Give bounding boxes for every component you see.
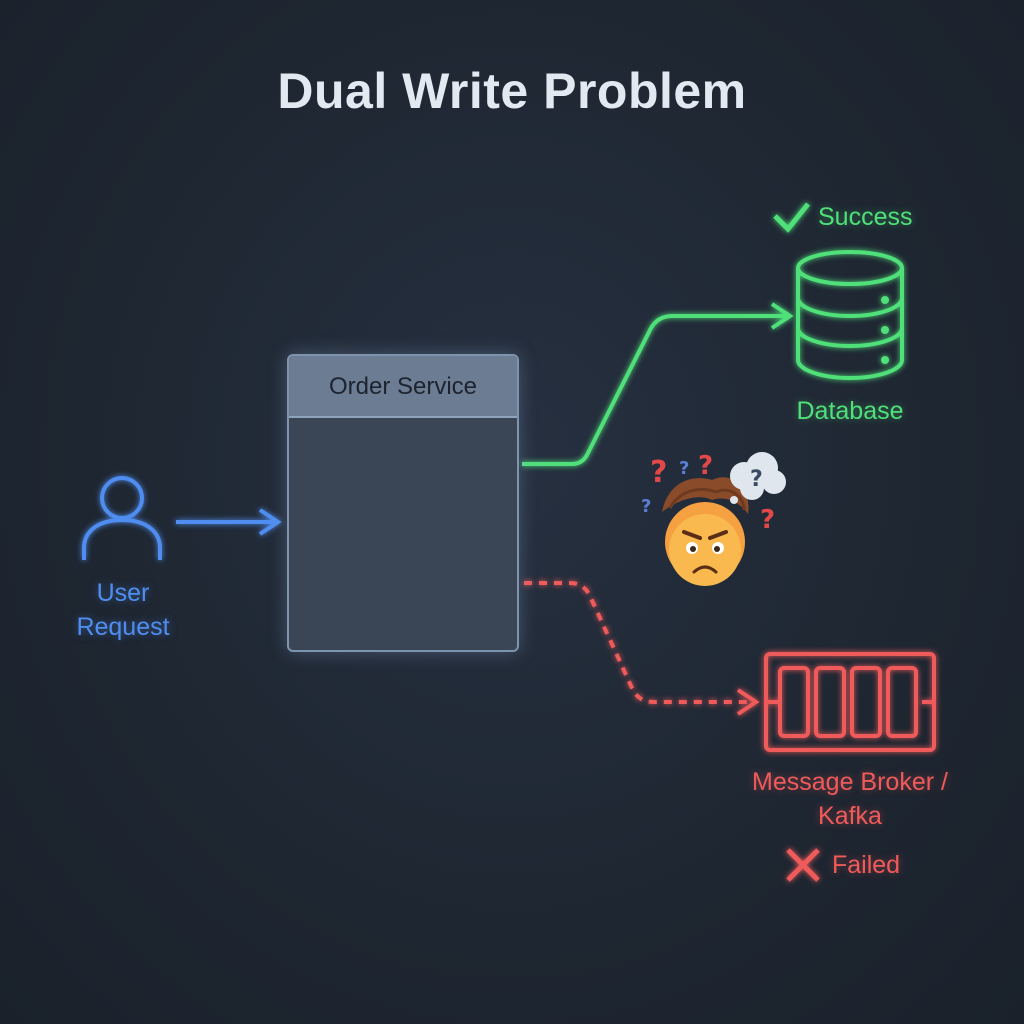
success-status: Success	[818, 203, 913, 231]
order-service-box: Order Service	[287, 354, 519, 652]
user-request-label: User Request	[40, 576, 206, 644]
user-label-line1: User	[96, 579, 150, 607]
broker-label-line2: Kafka	[818, 802, 882, 830]
user-label-line2: Request	[76, 613, 170, 641]
broker-label-line1: Message Broker /	[752, 768, 948, 796]
svg-text:?: ?	[750, 467, 763, 492]
svg-text:?: ?	[679, 458, 689, 479]
order-service-label: Order Service	[289, 356, 517, 418]
page-title: Dual Write Problem	[277, 63, 747, 119]
queue-icon	[764, 652, 936, 752]
svg-text:?: ?	[641, 496, 651, 517]
check-icon	[773, 202, 810, 233]
database-icon	[796, 250, 904, 381]
user-to-service-arrow	[176, 508, 282, 536]
x-icon	[786, 848, 820, 882]
svg-text:?: ?	[650, 455, 667, 490]
svg-text:?: ?	[760, 505, 775, 535]
database-label: Database	[796, 397, 904, 425]
broker-label: Message Broker / Kafka	[730, 765, 970, 833]
confused-face-icon: ? ? ? ? ? ?	[641, 451, 786, 586]
user-icon	[82, 476, 162, 560]
svg-text:?: ?	[698, 451, 713, 481]
failed-status: Failed	[832, 851, 901, 879]
